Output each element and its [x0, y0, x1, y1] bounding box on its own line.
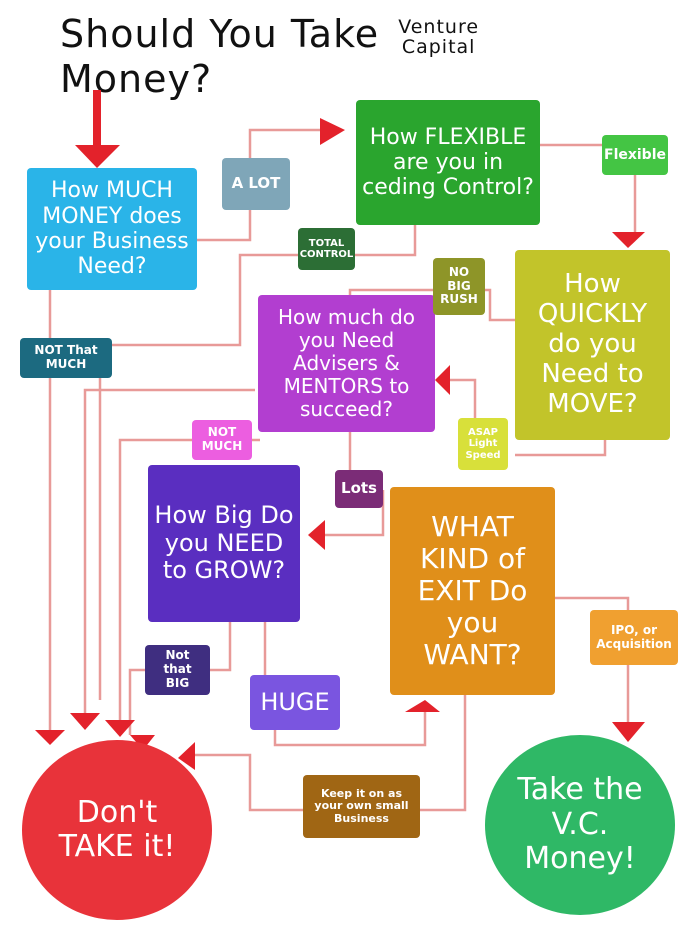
answer-text: Lots — [341, 479, 377, 498]
answer-ipo-acquisition: IPO, or Acquisition — [590, 610, 678, 665]
arrow-icon — [35, 730, 65, 745]
answer-no-big-rush: NO BIG RUSH — [433, 258, 485, 315]
answer-asap: ASAP Light Speed — [458, 418, 508, 470]
answer-text: IPO, or Acquisition — [596, 622, 672, 651]
answer-lots: Lots — [335, 470, 383, 508]
answer-text: NOT MUCH — [201, 425, 243, 453]
arrow-icon — [435, 365, 450, 395]
outcome-text: Take the V.C. Money! — [517, 772, 643, 877]
answer-flexible: Flexible — [602, 135, 668, 175]
question-text: How Big Do you NEED to GROW? — [154, 501, 294, 585]
answer-not-much: NOT MUCH — [192, 420, 252, 460]
answer-text: Not that BIG — [163, 648, 192, 690]
answer-text: Flexible — [604, 146, 667, 163]
answer-text: HUGE — [260, 687, 330, 716]
arrow-icon — [320, 118, 345, 145]
arrow-icon — [70, 713, 100, 730]
question-text: How MUCH MONEY does your Business Need? — [35, 178, 189, 280]
title-venture: Venture — [398, 15, 480, 38]
question-how-flexible: How FLEXIBLE are you in ceding Control? — [356, 100, 540, 225]
question-what-exit: WHAT KIND of EXIT Do you WANT? — [390, 487, 555, 695]
answer-not-that-big: Not that BIG — [145, 645, 210, 695]
outcome-dont-take-it: Don't TAKE it! — [22, 740, 212, 920]
answer-text: NOT That MUCH — [34, 343, 98, 371]
arrow-icon — [105, 720, 135, 737]
answer-not-that-much: NOT That MUCH — [20, 338, 112, 378]
outcome-take-vc-money: Take the V.C. Money! — [485, 735, 675, 915]
arrow-icon — [612, 722, 645, 742]
answer-total-control: TOTAL CONTROL — [298, 228, 355, 270]
question-text: How QUICKLY do you Need to MOVE? — [537, 269, 648, 419]
question-how-quickly: How QUICKLY do you Need to MOVE? — [515, 250, 670, 440]
answer-text: A LOT — [231, 174, 281, 193]
question-text: How much do you Need Advisers & MENTORS … — [277, 305, 416, 421]
question-how-much-money: How MUCH MONEY does your Business Need? — [27, 168, 197, 290]
answer-text: Keep it on as your own small Business — [314, 786, 409, 825]
title-part3: Money? — [60, 56, 213, 101]
start-arrow-head — [75, 145, 120, 168]
question-advisers-mentors: How much do you Need Advisers & MENTORS … — [258, 295, 435, 432]
answer-text: ASAP Light Speed — [465, 426, 501, 461]
question-text: How FLEXIBLE are you in ceding Control? — [362, 124, 534, 201]
answer-text: TOTAL CONTROL — [299, 237, 354, 261]
arrow-icon — [308, 520, 325, 550]
outcome-text: Don't TAKE it! — [58, 794, 176, 864]
title-part1: Should You Take — [60, 12, 380, 56]
answer-a-lot: A LOT — [222, 158, 290, 210]
title-capital: Capital — [401, 35, 476, 58]
answer-huge: HUGE — [250, 675, 340, 730]
answer-text: NO BIG RUSH — [440, 264, 478, 307]
answer-keep-small-business: Keep it on as your own small Business — [303, 775, 420, 838]
start-arrow-shaft — [93, 90, 101, 145]
question-text: WHAT KIND of EXIT Do you WANT? — [417, 509, 528, 672]
arrow-icon — [178, 742, 195, 770]
question-how-big-grow: How Big Do you NEED to GROW? — [148, 465, 300, 622]
arrow-icon — [612, 232, 645, 248]
arrow-icon — [405, 700, 440, 712]
